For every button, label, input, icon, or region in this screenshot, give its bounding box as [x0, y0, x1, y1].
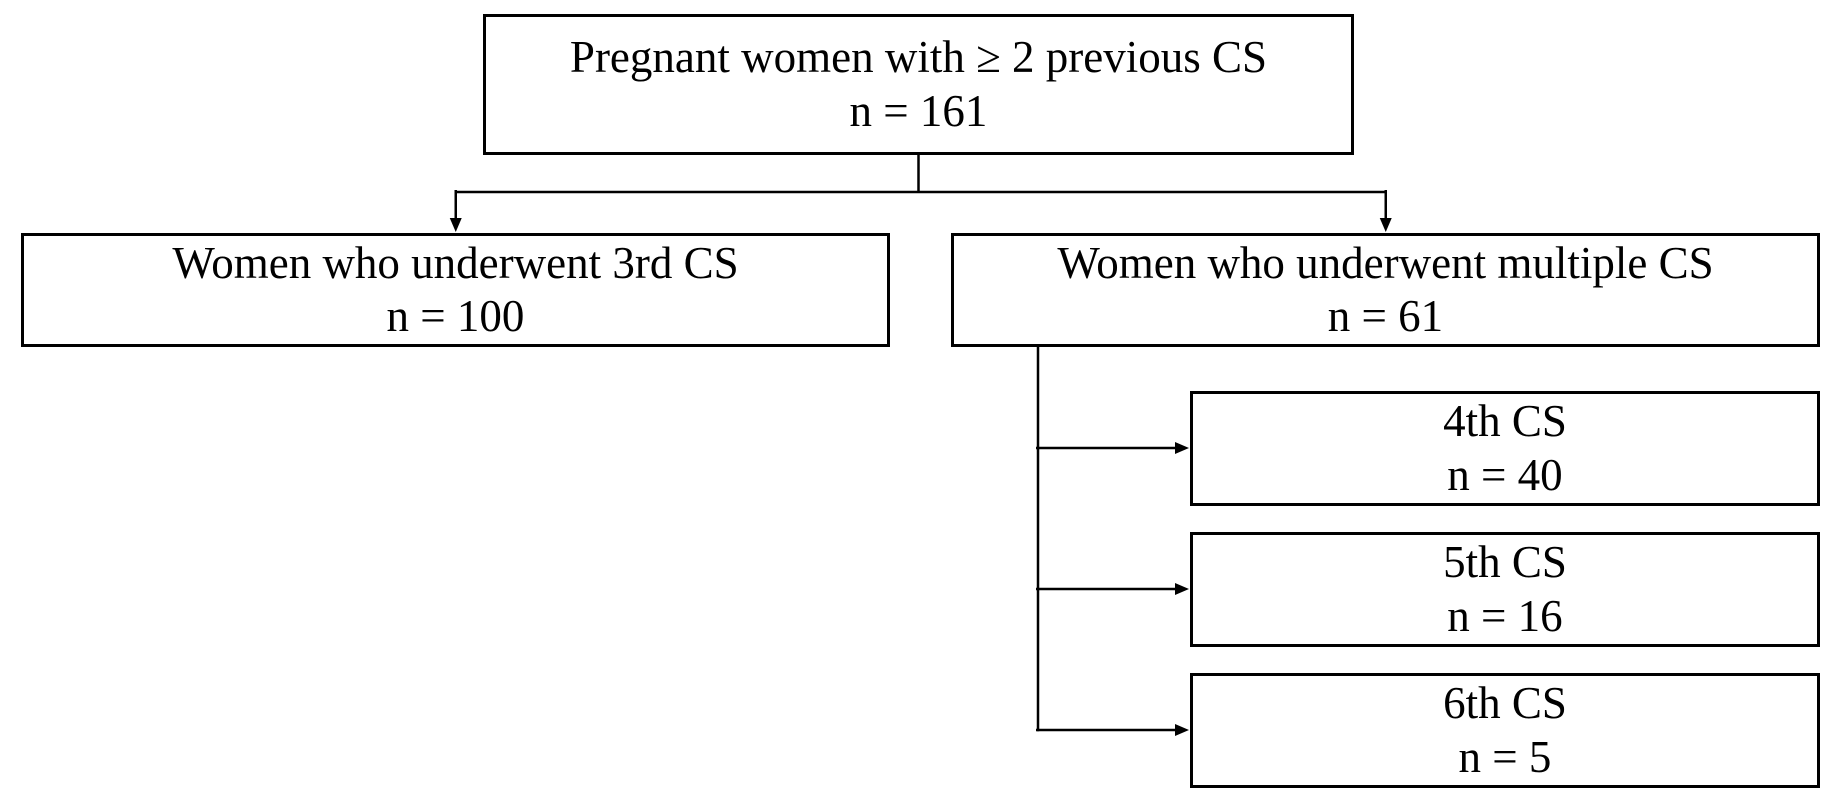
multiple-cs-count: n = 61 [1327, 291, 1444, 341]
pregnant-women-label: Pregnant women with ≥ 2 previous CS [569, 32, 1268, 83]
pregnant-women-count: n = 161 [849, 85, 988, 136]
3rd-cs-label: Women who underwent 3rd CS [172, 237, 739, 288]
node-4th-cs: 4th CS n = 40 [1190, 391, 1820, 506]
5th-cs-label: 5th CS [1443, 537, 1567, 588]
6th-cs-count: n = 5 [1458, 731, 1552, 782]
node-6th-cs: 6th CS n = 5 [1190, 673, 1820, 788]
5th-cs-count: n = 16 [1447, 590, 1563, 641]
4th-cs-count: n = 40 [1447, 449, 1563, 500]
node-pregnant-women: Pregnant women with ≥ 2 previous CS n = … [483, 14, 1354, 155]
6th-cs-label: 6th CS [1443, 678, 1567, 729]
3rd-cs-count: n = 100 [386, 291, 525, 341]
node-5th-cs: 5th CS n = 16 [1190, 532, 1820, 647]
node-multiple-cs: Women who underwent multiple CS n = 61 [951, 233, 1820, 347]
multiple-cs-label: Women who underwent multiple CS [1057, 237, 1714, 288]
4th-cs-label: 4th CS [1443, 396, 1567, 447]
node-3rd-cs: Women who underwent 3rd CS n = 100 [21, 233, 890, 347]
